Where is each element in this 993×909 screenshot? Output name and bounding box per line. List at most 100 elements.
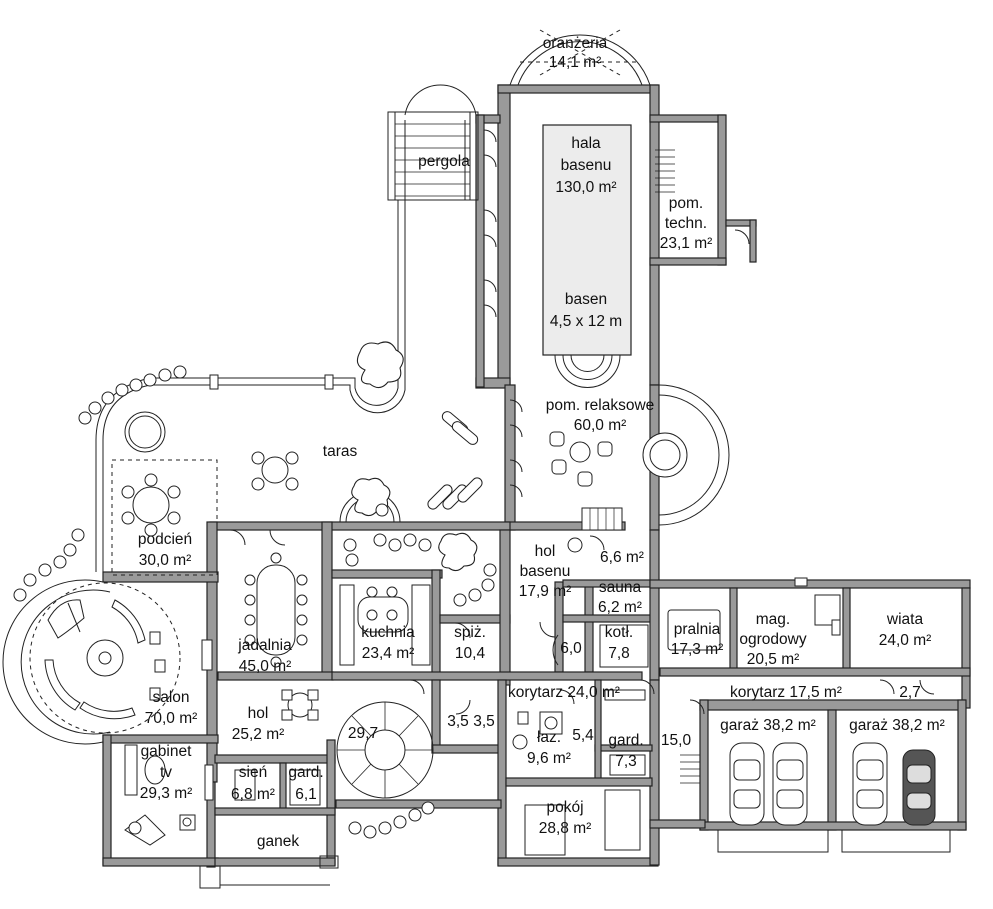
room-label-line: sień <box>239 764 267 781</box>
room-label-line: 23,4 m² <box>362 645 415 662</box>
room-label-line: basen <box>565 291 607 308</box>
room-label-hol-basenu: hol basenu 17,9 m² <box>519 543 572 600</box>
room-label-sien: sień 6,8 m² <box>231 764 275 803</box>
pool <box>542 124 632 388</box>
room-label-line: 7,3 <box>615 753 637 770</box>
room-label-pom-techn: pom. techn. 23,1 m² <box>660 195 713 252</box>
room-label-line: 3,5 <box>447 713 469 730</box>
room-label-pokoj: pokój 28,8 m² <box>539 799 592 837</box>
room-label-line: 24,0 m² <box>879 632 932 649</box>
room-label-sauna-wc: 6,6 m² <box>600 549 644 566</box>
room-label-line: pergola <box>418 153 470 170</box>
cars <box>729 742 936 826</box>
room-label-line: 6,6 m² <box>600 549 644 566</box>
room-label-line: 45,0 m² <box>239 658 292 675</box>
room-label-line: podcień <box>138 531 192 548</box>
room-label-line: korytarz 24,0 m² <box>508 684 620 701</box>
room-label-line: 70,0 m² <box>145 710 198 727</box>
room-label-jadalnia: jadalnia 45,0 m² <box>237 637 292 675</box>
room-label-line: 23,1 m² <box>660 235 713 252</box>
room-label-line: pralnia <box>674 621 721 638</box>
room-label-line: 14,1 m² <box>549 54 602 71</box>
room-label-stairs-297: 29,7 <box>348 725 378 742</box>
room-label-line: hol <box>248 705 269 722</box>
room-label-oranzeria: oranżeria 14,1 m² <box>543 35 608 71</box>
room-label-line: salon <box>152 689 189 706</box>
room-label-korytarz-2: korytarz 17,5 m² <box>730 684 842 701</box>
room-label-kotl: kotł. 7,8 <box>605 624 633 662</box>
room-label-spiz: spiż. 10,4 <box>454 624 486 662</box>
room-label-line: gabinet <box>141 743 193 760</box>
room-label-taras: taras <box>323 443 358 460</box>
room-label-line: 3,5 <box>473 713 495 730</box>
room-label-line: taras <box>323 443 358 460</box>
plants <box>13 341 497 839</box>
room-label-line: 9,6 m² <box>527 750 571 767</box>
room-label-line: 7,8 <box>608 645 630 662</box>
room-label-pergola: pergola <box>418 153 470 170</box>
room-label-line: 130,0 m² <box>555 179 616 196</box>
room-label-line: techn. <box>665 215 707 232</box>
room-label-line: 20,5 m² <box>747 651 800 668</box>
room-label-line: 28,8 m² <box>539 820 592 837</box>
room-label-line: jadalnia <box>237 637 292 654</box>
room-label-line: mag. <box>756 611 790 628</box>
room-label-line: korytarz 17,5 m² <box>730 684 842 701</box>
room-label-small-27: 2,7 <box>899 684 921 701</box>
room-label-lazienka: łaz.9,6 m² <box>527 729 571 767</box>
room-label-pralnia: pralnia 17,3 m² <box>671 621 724 658</box>
room-label-line: kotł. <box>605 624 633 641</box>
room-label-line: basenu <box>520 563 571 580</box>
room-label-stairs-150: 15,0 <box>661 732 692 749</box>
room-label-salon: salon 70,0 m² <box>145 689 198 727</box>
room-label-line: garaż 38,2 m² <box>720 717 816 734</box>
room-label-line: 6,8 m² <box>231 786 275 803</box>
room-label-korytarz-1: korytarz 24,0 m² <box>508 684 620 701</box>
outlines <box>2 29 963 889</box>
room-label-mag-ogrodowy: mag. ogrodowy 20,5 m² <box>739 611 806 668</box>
room-label-garaz-1: garaż 38,2 m² <box>720 717 816 734</box>
room-label-line: gard. <box>608 732 643 749</box>
room-label-line: 6,0 <box>560 640 582 657</box>
room-label-small-54: 5,4 <box>572 727 594 744</box>
room-label-garaz-2: garaż 38,2 m² <box>849 717 945 734</box>
room-label-line: spiż. <box>454 624 486 641</box>
room-label-line: hol <box>535 543 556 560</box>
room-label-line: tv <box>160 764 172 781</box>
room-label-small-60: 6,0 <box>560 640 582 657</box>
room-label-line: gard. <box>288 764 323 781</box>
room-label-line: 60,0 m² <box>574 417 627 434</box>
room-label-line: 17,3 m² <box>671 641 724 658</box>
room-label-line: kuchnia <box>361 624 415 641</box>
room-label-line: 6,1 <box>295 786 317 803</box>
room-label-gard-61: gard. 6,1 <box>288 764 323 803</box>
room-label-line: pom. <box>669 195 703 212</box>
room-label-line: 25,2 m² <box>232 726 285 743</box>
room-label-line: 17,9 m² <box>519 583 572 600</box>
room-label-wc-35-b: 3,5 <box>473 713 495 730</box>
room-label-line: oranżeria <box>543 35 608 52</box>
room-label-line: 29,3 m² <box>140 785 193 802</box>
room-label-gard-73: gard. 7,3 <box>608 732 643 770</box>
room-label-gabinet: gabinet tv 29,3 m² <box>140 743 193 802</box>
room-label-line: 5,4 <box>572 727 594 744</box>
room-label-line: 4,5 x 12 m <box>550 313 622 330</box>
room-label-line: garaż 38,2 m² <box>849 717 945 734</box>
room-label-line: basenu <box>561 157 612 174</box>
room-label-line: wiata <box>886 611 924 628</box>
room-label-line: ogrodowy <box>739 631 806 648</box>
furniture <box>44 411 841 856</box>
room-label-line: sauna <box>599 579 642 596</box>
room-label-line: 2,7 <box>899 684 921 701</box>
room-label-wc-35-a: 3,5 <box>447 713 469 730</box>
room-label-line: 10,4 <box>455 645 486 662</box>
room-label-line: 15,0 <box>661 732 692 749</box>
room-label-line: pokój <box>546 799 583 816</box>
room-label-wiata: wiata 24,0 m² <box>879 611 932 649</box>
